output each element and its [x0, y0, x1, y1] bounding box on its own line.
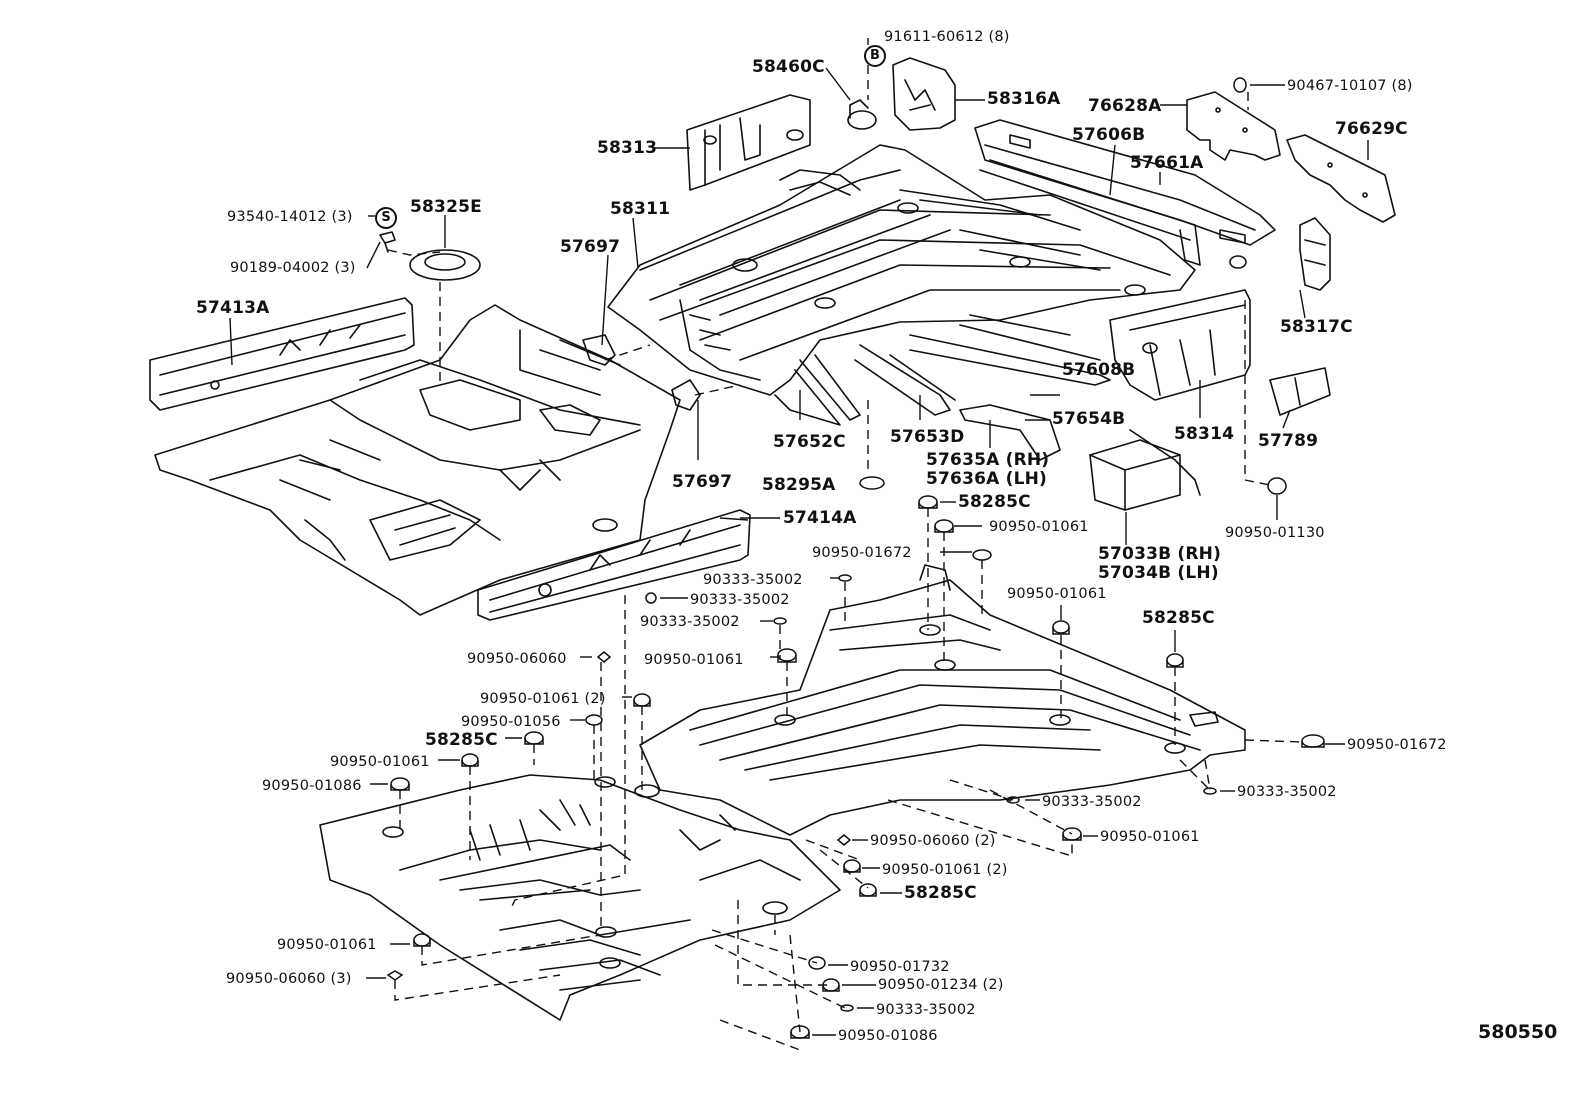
part-label: 90950-01130	[1225, 525, 1325, 541]
part-label: 90950-01672	[812, 545, 912, 561]
rail-57413A	[149, 297, 415, 411]
part-label: 90950-01061	[277, 937, 377, 953]
cover-57789	[1269, 367, 1331, 416]
part-label: 90467-10107 (8)	[1287, 78, 1413, 94]
crossmember-57606B	[974, 119, 1276, 266]
part-label: 90950-06060	[467, 651, 567, 667]
part-label: 58460C	[752, 57, 825, 77]
part-label: 76629C	[1335, 119, 1408, 139]
part-label: 58316A	[987, 89, 1061, 109]
part-label: 58313	[597, 138, 658, 158]
bracket-58316A	[892, 57, 956, 131]
part-label: 90950-01061	[644, 652, 744, 668]
part-label: 57414A	[783, 508, 857, 528]
part-label: 57697	[672, 472, 733, 492]
part-label: 90333-35002	[690, 592, 790, 608]
plate-76629C	[1286, 134, 1396, 223]
part-label: 57661A	[1130, 153, 1204, 173]
part-label: 90950-01672	[1347, 737, 1447, 753]
part-label: 57789	[1258, 431, 1319, 451]
part-label: 76628A	[1088, 96, 1162, 116]
part-label: 58295A	[762, 475, 836, 495]
front-floor-pan-upper	[154, 304, 681, 616]
part-label: 90950-01732	[850, 959, 950, 975]
diagram-id: 580550	[1478, 1021, 1558, 1043]
rear-floor-pan-58311	[607, 144, 1196, 396]
symbol-b: B	[864, 45, 886, 67]
part-label: 90950-01234 (2)	[878, 977, 1004, 993]
bracket-57697-lower	[671, 379, 701, 411]
part-label: 90950-01061	[1007, 586, 1107, 602]
part-label: 57697	[560, 237, 621, 257]
part-label: 57654B	[1052, 409, 1126, 429]
part-label: 90333-35002	[1237, 784, 1337, 800]
part-label: 57413A	[196, 298, 270, 318]
side-panel-58314	[1109, 255, 1251, 401]
part-label: 93540-14012 (3)	[227, 209, 353, 225]
part-label: 57636A (LH)	[926, 469, 1048, 489]
part-label: 57635A (RH)	[926, 450, 1050, 470]
leader-lines	[229, 38, 1369, 1036]
part-label: 58325E	[410, 197, 482, 217]
part-label: 90950-01061 (2)	[882, 862, 1008, 878]
symbol-s: S	[375, 207, 397, 229]
part-label: 58311	[610, 199, 671, 219]
part-label: 90950-06060 (2)	[870, 833, 996, 849]
part-label: 90950-01056	[461, 714, 561, 730]
part-label: 58317C	[1280, 317, 1353, 337]
part-label: 90950-06060 (3)	[226, 971, 352, 987]
clip-90189-04002	[379, 231, 396, 253]
part-label: 57034B (LH)	[1098, 563, 1219, 583]
plate-76628A	[1186, 91, 1281, 161]
part-label: 90333-35002	[640, 614, 740, 630]
cap-58325E	[409, 249, 481, 281]
part-label: 57606B	[1072, 125, 1146, 145]
clip-58460C	[847, 99, 877, 130]
bracket-57033B	[1089, 429, 1201, 511]
part-label: 57652C	[773, 432, 846, 452]
part-label: 90333-35002	[876, 1002, 976, 1018]
bracket-58317C	[1299, 217, 1331, 291]
part-label: 91611-60612 (8)	[884, 29, 1010, 45]
part-label: 58314	[1174, 424, 1235, 444]
part-label: 58285C	[958, 492, 1031, 512]
panel-58313	[686, 94, 811, 191]
part-label: 58285C	[1142, 608, 1215, 628]
part-label: 58285C	[425, 730, 498, 750]
part-label: 90950-01061	[1100, 829, 1200, 845]
part-label: 90333-35002	[703, 572, 803, 588]
part-label: 90189-04002 (3)	[230, 260, 356, 276]
part-label: 57653D	[890, 427, 965, 447]
part-label: 58285C	[904, 883, 977, 903]
rail-57414A	[477, 509, 751, 621]
part-label: 90950-01086	[262, 778, 362, 794]
rear-floor-crossmembers	[774, 314, 1111, 461]
part-label: 90950-01061	[330, 754, 430, 770]
part-label: 57033B (RH)	[1098, 544, 1222, 564]
part-label: 90950-01061	[989, 519, 1089, 535]
part-label: 90950-01061 (2)	[480, 691, 606, 707]
part-label: 90950-01086	[838, 1028, 938, 1044]
part-label: 57608B	[1062, 360, 1136, 380]
part-label: 90333-35002	[1042, 794, 1142, 810]
assembly-dashed-lines	[387, 65, 1303, 1051]
